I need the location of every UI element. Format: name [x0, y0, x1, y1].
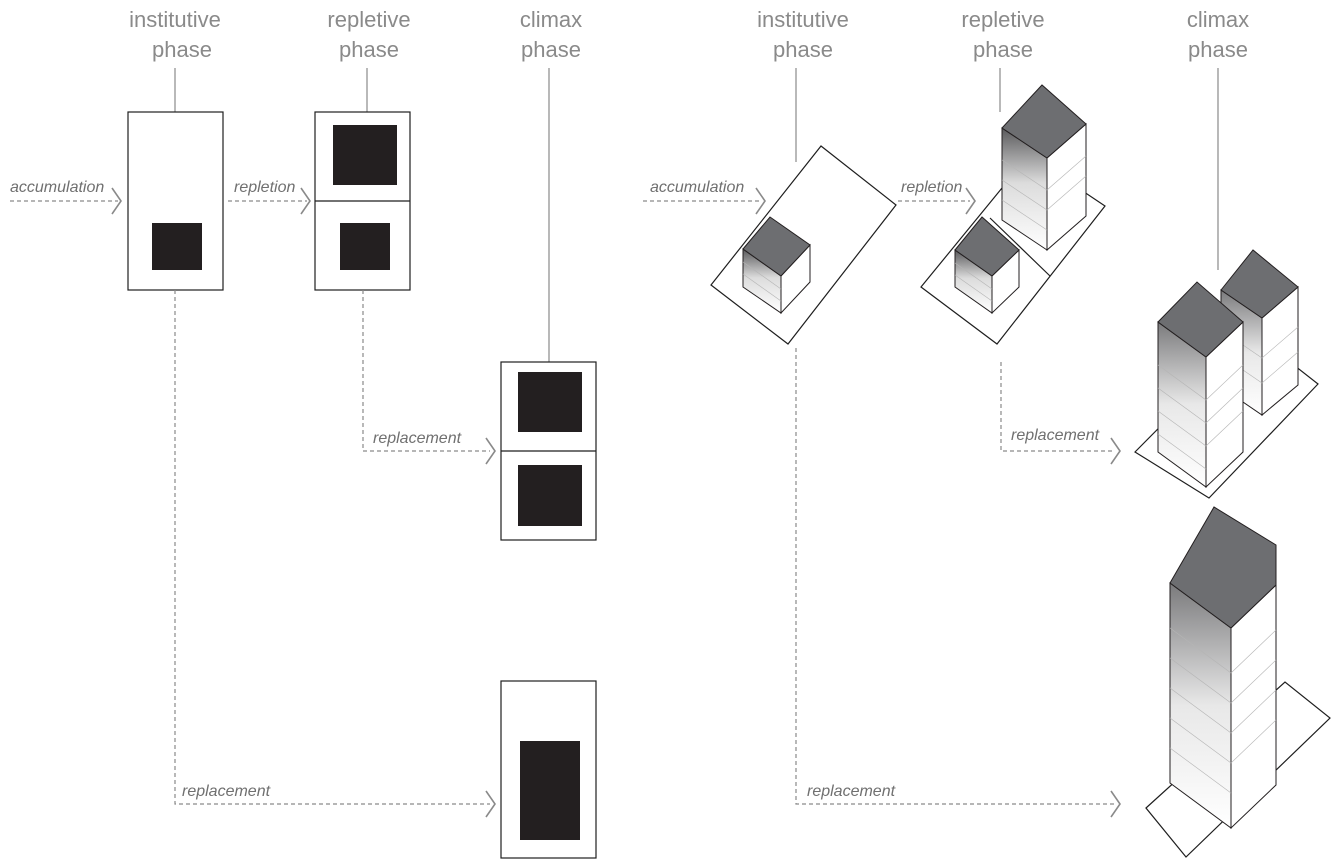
axonometric-diagram: institutive phase repletive phase climax…	[643, 7, 1331, 858]
building-block	[340, 223, 390, 270]
building-block	[333, 125, 397, 185]
building-axo	[1001, 84, 1087, 252]
building-axo	[1169, 506, 1277, 830]
chevron-right-icon	[111, 187, 122, 215]
replacement-arrow	[1000, 362, 1115, 452]
building-block	[152, 223, 202, 270]
header-institutive-line1: institutive	[757, 7, 849, 32]
header-climax-line1: climax	[1187, 7, 1249, 32]
building-axo	[954, 216, 1020, 315]
chevron-right-icon	[485, 790, 496, 818]
header-climax-line2: phase	[521, 37, 581, 62]
building-block	[520, 741, 580, 840]
header-institutive-line1: institutive	[129, 7, 221, 32]
header-repletive-line1: repletive	[327, 7, 410, 32]
label-replacement: replacement	[373, 430, 462, 447]
label-replacement: replacement	[1011, 427, 1100, 444]
building-block	[518, 372, 582, 432]
label-accumulation: accumulation	[650, 179, 744, 196]
label-repletion: repletion	[234, 179, 295, 196]
header-repletive-line2: phase	[339, 37, 399, 62]
chevron-right-icon	[485, 437, 496, 465]
label-replacement: replacement	[807, 783, 896, 800]
plan-diagram: institutive phase repletive phase climax…	[10, 7, 597, 859]
building-axo	[1157, 281, 1244, 489]
header-institutive-line2: phase	[773, 37, 833, 62]
header-repletive-line1: repletive	[961, 7, 1044, 32]
header-repletive-line2: phase	[973, 37, 1033, 62]
chevron-right-icon	[1110, 437, 1121, 465]
replacement-arrow	[174, 290, 490, 805]
chevron-right-icon	[755, 187, 766, 215]
chevron-right-icon	[965, 187, 976, 215]
header-climax-line1: climax	[520, 7, 582, 32]
header-institutive-line2: phase	[152, 37, 212, 62]
chevron-right-icon	[300, 187, 311, 215]
replacement-arrow	[362, 290, 490, 452]
label-replacement: replacement	[182, 783, 271, 800]
building-block	[518, 465, 582, 526]
plot-divider	[989, 217, 1051, 277]
building-axo	[742, 216, 811, 315]
chevron-right-icon	[1110, 790, 1121, 818]
header-climax-line2: phase	[1188, 37, 1248, 62]
label-accumulation: accumulation	[10, 179, 104, 196]
label-repletion: repletion	[901, 179, 962, 196]
replacement-arrow	[795, 348, 1115, 805]
